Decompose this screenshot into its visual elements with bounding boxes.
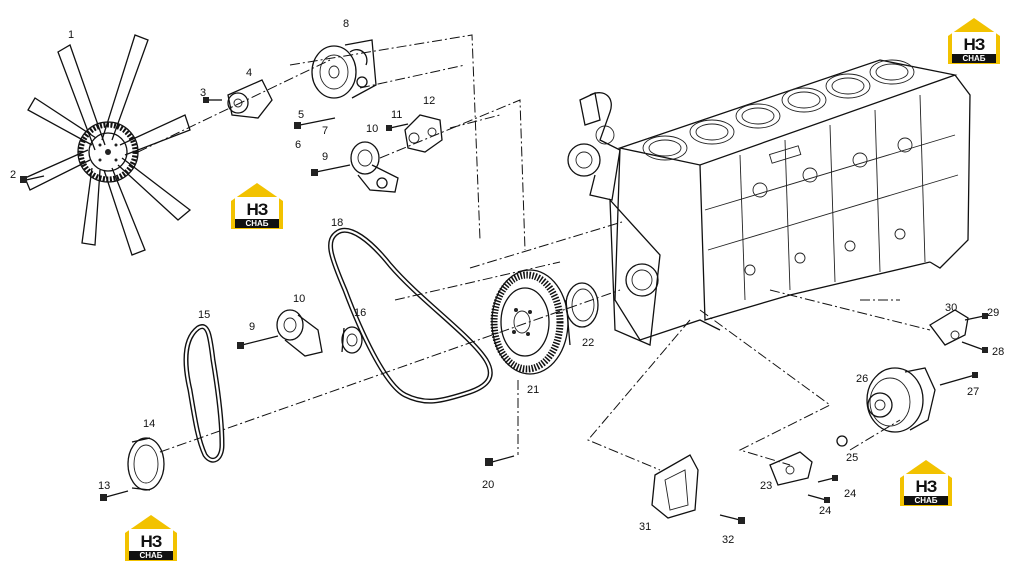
- part-label-1: 1: [68, 29, 74, 41]
- bracket-30: [929, 309, 988, 353]
- mounting-bracket-31: [651, 454, 745, 524]
- part-label-23: 23: [760, 480, 772, 492]
- part-label-22: 22: [582, 337, 594, 349]
- assembly-lines: [137, 34, 931, 471]
- belt-15: [183, 324, 225, 463]
- part-label-6: 6: [295, 139, 301, 151]
- part-label-14: 14: [143, 418, 155, 430]
- part-label-27: 27: [967, 386, 979, 398]
- part-label-3: 3: [200, 87, 206, 99]
- part-label-29: 29: [987, 307, 999, 319]
- idler-10-upper: [311, 141, 399, 193]
- part-label-2: 2: [10, 169, 16, 181]
- part-label-21: 21: [527, 384, 539, 396]
- part-label-5: 5: [298, 109, 304, 121]
- part-label-26: 26: [856, 373, 868, 385]
- part-label-13: 13: [98, 480, 110, 492]
- part-label-18: 18: [331, 217, 343, 229]
- part-label-7: 7: [322, 125, 328, 137]
- engine-block: [567, 59, 971, 346]
- idler-bracket-4: [203, 79, 273, 119]
- alternator-26: [836, 367, 978, 447]
- seal-22: [565, 282, 599, 328]
- bolt-20: [485, 455, 515, 466]
- part-label-10-upper: 10: [366, 123, 378, 135]
- part-label-10-lower: 10: [293, 293, 305, 305]
- part-label-28: 28: [992, 346, 1004, 358]
- idler-16: [341, 326, 363, 354]
- tensioner-8: [311, 39, 377, 99]
- pulley-14: [100, 437, 165, 501]
- vibration-damper-21: [490, 269, 571, 375]
- bolt-2: [20, 175, 45, 183]
- part-label-9-upper: 9: [322, 151, 328, 163]
- part-label-24-b: 24: [819, 505, 831, 517]
- part-label-11: 11: [391, 109, 402, 121]
- part-label-20: 20: [482, 479, 494, 491]
- part-label-24-a: 24: [844, 488, 856, 500]
- logo-watermark-center-left: НЗ СНАБ: [229, 181, 285, 231]
- part-label-8: 8: [343, 18, 349, 30]
- part-label-4: 4: [246, 67, 252, 79]
- logo-watermark-bottom-left: НЗ СНАБ: [123, 513, 179, 563]
- logo-watermark-top-right: НЗ СНАБ: [946, 16, 1002, 66]
- belt-18: [328, 227, 493, 404]
- part-label-25: 25: [846, 452, 858, 464]
- idler-10-lower: [237, 309, 323, 357]
- part-label-30: 30: [945, 302, 957, 314]
- part-label-16: 16: [354, 307, 366, 319]
- part-label-32: 32: [722, 534, 734, 546]
- bracket-23: [769, 451, 838, 503]
- bolt-6-7: [294, 117, 336, 129]
- part-labels: 1 2 3 4 5 6 7 8 9 10 11 12 13 14 15 16 1…: [10, 18, 1004, 546]
- part-label-9-lower: 9: [249, 321, 255, 333]
- logo-watermark-right: НЗ СНАБ: [898, 458, 954, 508]
- part-label-31: 31: [639, 521, 651, 533]
- part-label-12: 12: [423, 95, 435, 107]
- fan-assembly: [24, 34, 192, 256]
- part-label-15: 15: [198, 309, 210, 321]
